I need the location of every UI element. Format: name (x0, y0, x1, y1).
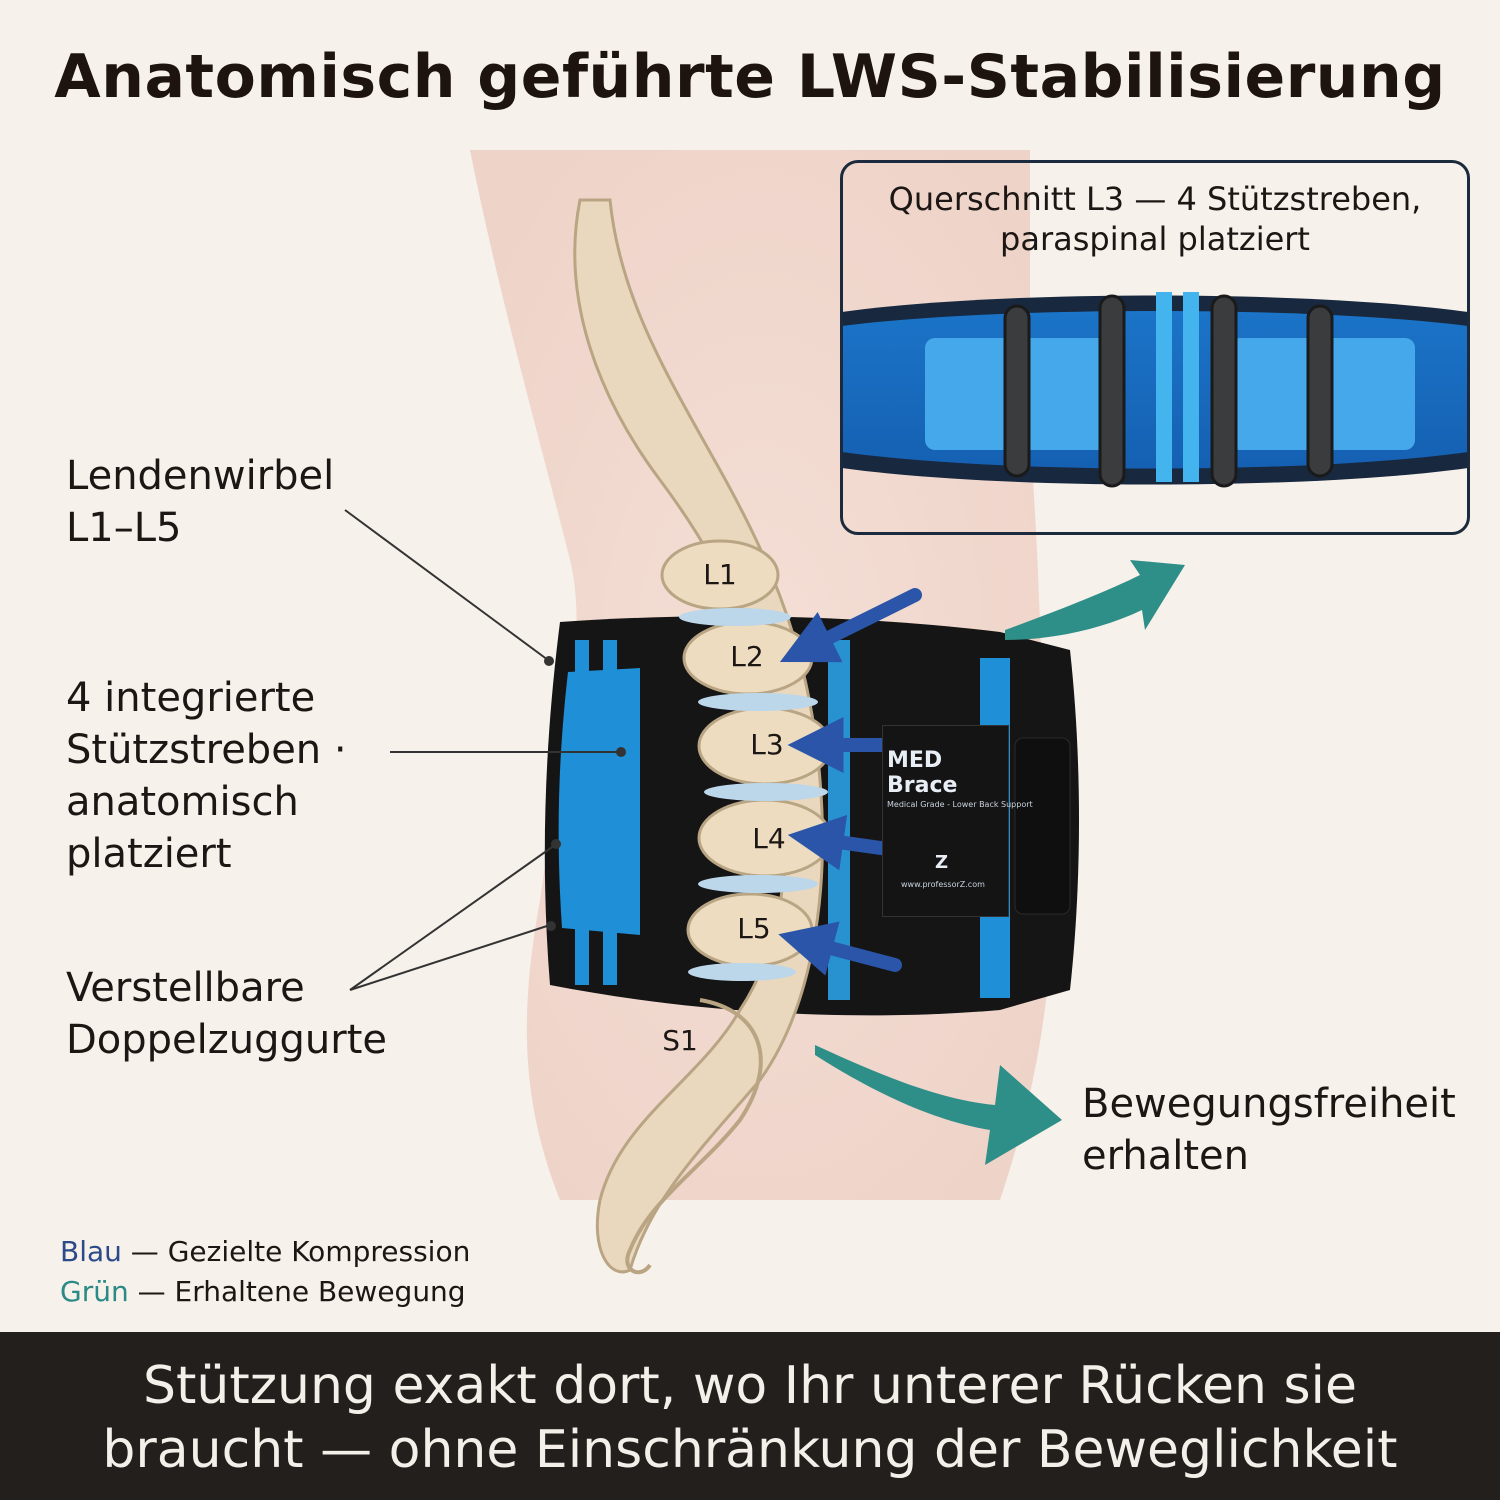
vertebra-label-l5: L5 (737, 912, 771, 945)
label-straps-line-2: Doppelzuggurte (66, 1017, 387, 1063)
leader-dot-stays (616, 747, 626, 757)
leader-straps-b (349, 924, 551, 991)
inset-center-strip-1 (1156, 292, 1172, 482)
legend-row-green: Grün — Erhaltene Bewegung (60, 1272, 470, 1312)
vertebra-label-l2: L2 (730, 640, 764, 673)
label-motion-line-1: Bewegungsfreiheit (1082, 1081, 1456, 1127)
inset-stay-2 (1098, 294, 1126, 488)
brand-logo: MED Brace (887, 748, 958, 798)
brand-patch: MED Brace Medical Grade - Lower Back Sup… (882, 725, 1033, 917)
label-stays-line-3: anatomisch (66, 779, 299, 825)
leader-dot-straps-b (546, 921, 556, 931)
inset-brace-graphic (842, 292, 1468, 488)
footer-line-1: Stützung exakt dort, wo Ihr unterer Rück… (142, 1356, 1357, 1416)
brace-blue-strip-1 (575, 640, 589, 985)
disc-3 (704, 783, 828, 801)
inset-stay-3 (1210, 294, 1238, 488)
inset-caption: Querschnitt L3 — 4 Stützstreben, paraspi… (843, 179, 1467, 259)
footer-banner: Stützung exakt dort, wo Ihr unterer Rück… (0, 1332, 1500, 1500)
motion-arrow-lower (815, 1045, 1062, 1165)
label-stays-line-2: Stützstreben · (66, 727, 347, 773)
leader-dot-vertebrae (544, 656, 554, 666)
disc-4 (698, 875, 818, 893)
disc-2 (698, 693, 818, 711)
footer-line-2: braucht — ohne Einschränkung der Bewegli… (102, 1420, 1398, 1480)
brace-blue-strip-2 (603, 640, 617, 985)
label-straps: Verstellbare Doppelzuggurte (66, 962, 387, 1066)
inset-stay-1 (1003, 304, 1031, 478)
vertebra-label-l3: L3 (750, 728, 784, 761)
color-legend: Blau — Gezielte Kompression Grün — Erhal… (60, 1232, 470, 1312)
leader-vertebrae (344, 509, 549, 661)
cross-section-inset: Querschnitt L3 — 4 Stützstreben, paraspi… (840, 160, 1470, 535)
label-motion-line-2: erhalten (1082, 1133, 1249, 1179)
legend-green-text: — Erhaltene Bewegung (128, 1275, 466, 1308)
leader-dot-straps-a (551, 839, 561, 849)
compression-arrow-l4 (787, 814, 902, 871)
leader-dots (544, 656, 626, 931)
label-vertebrae-line-1: Lendenwirbel (66, 453, 335, 499)
inset-caption-line-2: paraspinal platziert (1000, 220, 1310, 258)
leader-straps-a (349, 844, 556, 991)
inset-stay-4 (1306, 304, 1334, 478)
brand-mark: Z (935, 852, 949, 873)
motion-arrow-upper (1005, 560, 1185, 640)
brace-mesh-panel (558, 668, 640, 935)
sacrum (625, 998, 763, 1275)
leader-lines (344, 509, 620, 991)
inset-center-strip-2 (1183, 292, 1199, 482)
brace-velcro-strap (1014, 737, 1071, 915)
label-stays-line-4: platziert (66, 831, 232, 877)
spine (573, 198, 833, 1275)
vertebra-label-s1: S1 (662, 1024, 698, 1057)
inset-caption-line-1: Querschnitt L3 — 4 Stützstreben, (888, 180, 1422, 218)
legend-blue-text: — Gezielte Kompression (121, 1235, 471, 1268)
disc-1 (679, 608, 791, 626)
vertebra-label-l4: L4 (752, 822, 786, 855)
legend-blue-word: Blau (60, 1235, 122, 1268)
label-stays-line-1: 4 integrierte (66, 675, 316, 721)
page-title: Anatomisch geführte LWS-Stabilisierung (54, 42, 1446, 112)
brand-tagline: Medical Grade - Lower Back Support (887, 800, 1033, 809)
label-straps-line-1: Verstellbare (66, 965, 305, 1011)
compression-arrow-l2 (779, 588, 922, 663)
legend-row-blue: Blau — Gezielte Kompression (60, 1232, 470, 1272)
legend-green-word: Grün (60, 1275, 129, 1308)
label-vertebrae-line-2: L1–L5 (66, 505, 182, 551)
label-stays: 4 integrierte Stützstreben · anatomisch … (66, 672, 347, 880)
compression-arrows (778, 588, 922, 976)
label-vertebrae: Lendenwirbel L1–L5 (66, 450, 334, 554)
label-motion: Bewegungsfreiheit erhalten (1082, 1078, 1456, 1182)
vertebra-label-l1: L1 (703, 558, 737, 591)
compression-arrow-l5 (778, 921, 902, 976)
disc-5 (688, 963, 796, 981)
brand-url: www.professorZ.com (901, 880, 985, 889)
